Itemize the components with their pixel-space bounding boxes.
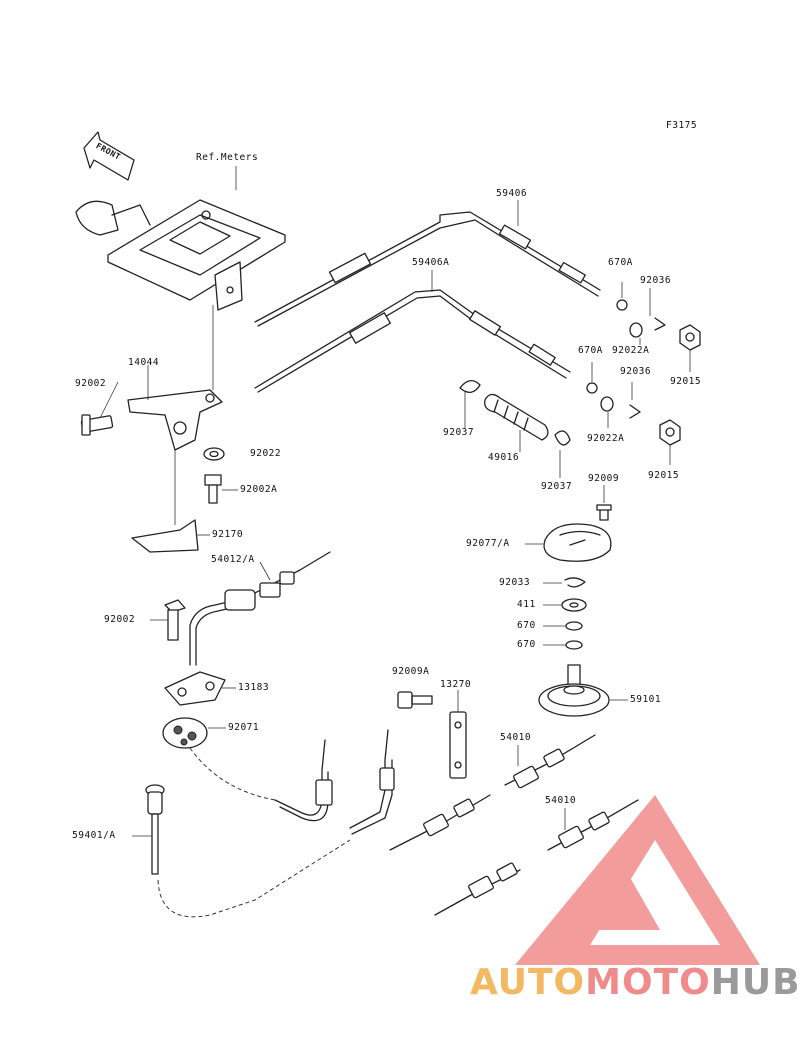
- washer-92022: [203, 447, 225, 461]
- cable-59401A: [132, 784, 351, 918]
- watermark-auto: AUTO: [470, 962, 586, 1003]
- watermark-moto: MOTO: [585, 962, 711, 1003]
- label-13183: 13183: [238, 682, 270, 693]
- label-411: 411: [517, 599, 536, 610]
- label-92022A-2: 92022A: [587, 433, 625, 444]
- bracket-92170: [131, 450, 210, 553]
- label-92015-2: 92015: [648, 470, 680, 481]
- label-92170: 92170: [212, 529, 244, 540]
- label-13270: 13270: [440, 679, 472, 690]
- bolt-92002-lower: [150, 599, 186, 641]
- label-92009A: 92009A: [392, 666, 430, 677]
- label-59401A: 59401/A: [72, 830, 116, 841]
- label-670-1: 670: [517, 620, 536, 631]
- front-arrow-icon: [83, 131, 135, 181]
- ref-meters-label: Ref.Meters: [196, 152, 259, 163]
- cable-54012A: [189, 551, 331, 666]
- meter-bracket: [75, 166, 286, 311]
- plate-13183: [164, 671, 236, 706]
- label-92077A: 92077/A: [466, 538, 510, 549]
- label-49016: 49016: [488, 452, 520, 463]
- label-92037-1: 92037: [443, 427, 475, 438]
- label-14044: 14044: [128, 357, 160, 368]
- washer-411: [543, 598, 587, 612]
- label-92002-2: 92002: [104, 614, 136, 625]
- watermark-hub: HUB: [710, 962, 800, 1003]
- label-670-2: 670: [517, 639, 536, 650]
- holder-92071: [162, 717, 276, 801]
- watermark-triangle: [515, 795, 760, 965]
- figure-code: F3175: [666, 120, 698, 131]
- label-92015-1: 92015: [670, 376, 702, 387]
- label-92022A-1: 92022A: [612, 345, 650, 356]
- label-670A-1: 670A: [608, 257, 633, 268]
- watermark-logo: AUTOMOTOHUB: [470, 962, 800, 1003]
- label-92002-1: 92002: [75, 378, 107, 389]
- label-92002A: 92002A: [240, 484, 278, 495]
- label-92009: 92009: [588, 473, 620, 484]
- cable-middle: [274, 729, 395, 835]
- label-59101: 59101: [630, 694, 662, 705]
- label-59406A: 59406A: [412, 257, 450, 268]
- label-54010-2: 54010: [545, 795, 577, 806]
- label-59406: 59406: [496, 188, 528, 199]
- cap-92077A: [525, 485, 612, 562]
- boot-49016: [459, 380, 571, 478]
- clip-92033: [543, 577, 586, 588]
- cable-59406: [254, 200, 601, 327]
- label-670A-2: 670A: [578, 345, 603, 356]
- label-92036-1: 92036: [640, 275, 672, 286]
- cable-54010-upper: [389, 734, 596, 851]
- bolt-92009A: [397, 691, 433, 709]
- bolt-92002A: [204, 474, 238, 504]
- label-92071: 92071: [228, 722, 260, 733]
- lever-59101: [538, 664, 628, 717]
- washers-nuts-right: [586, 282, 701, 465]
- plate-13270: [449, 690, 467, 779]
- o-rings-670: [543, 621, 583, 650]
- label-54010-1: 54010: [500, 732, 532, 743]
- cable-59406A: [254, 270, 571, 393]
- label-54012A: 54012/A: [211, 554, 255, 565]
- cable-54010-lower: [434, 799, 639, 916]
- bracket-14044: [80, 305, 223, 451]
- label-92033: 92033: [499, 577, 531, 588]
- label-92036-2: 92036: [620, 366, 652, 377]
- label-92037-2: 92037: [541, 481, 573, 492]
- label-92022: 92022: [250, 448, 282, 459]
